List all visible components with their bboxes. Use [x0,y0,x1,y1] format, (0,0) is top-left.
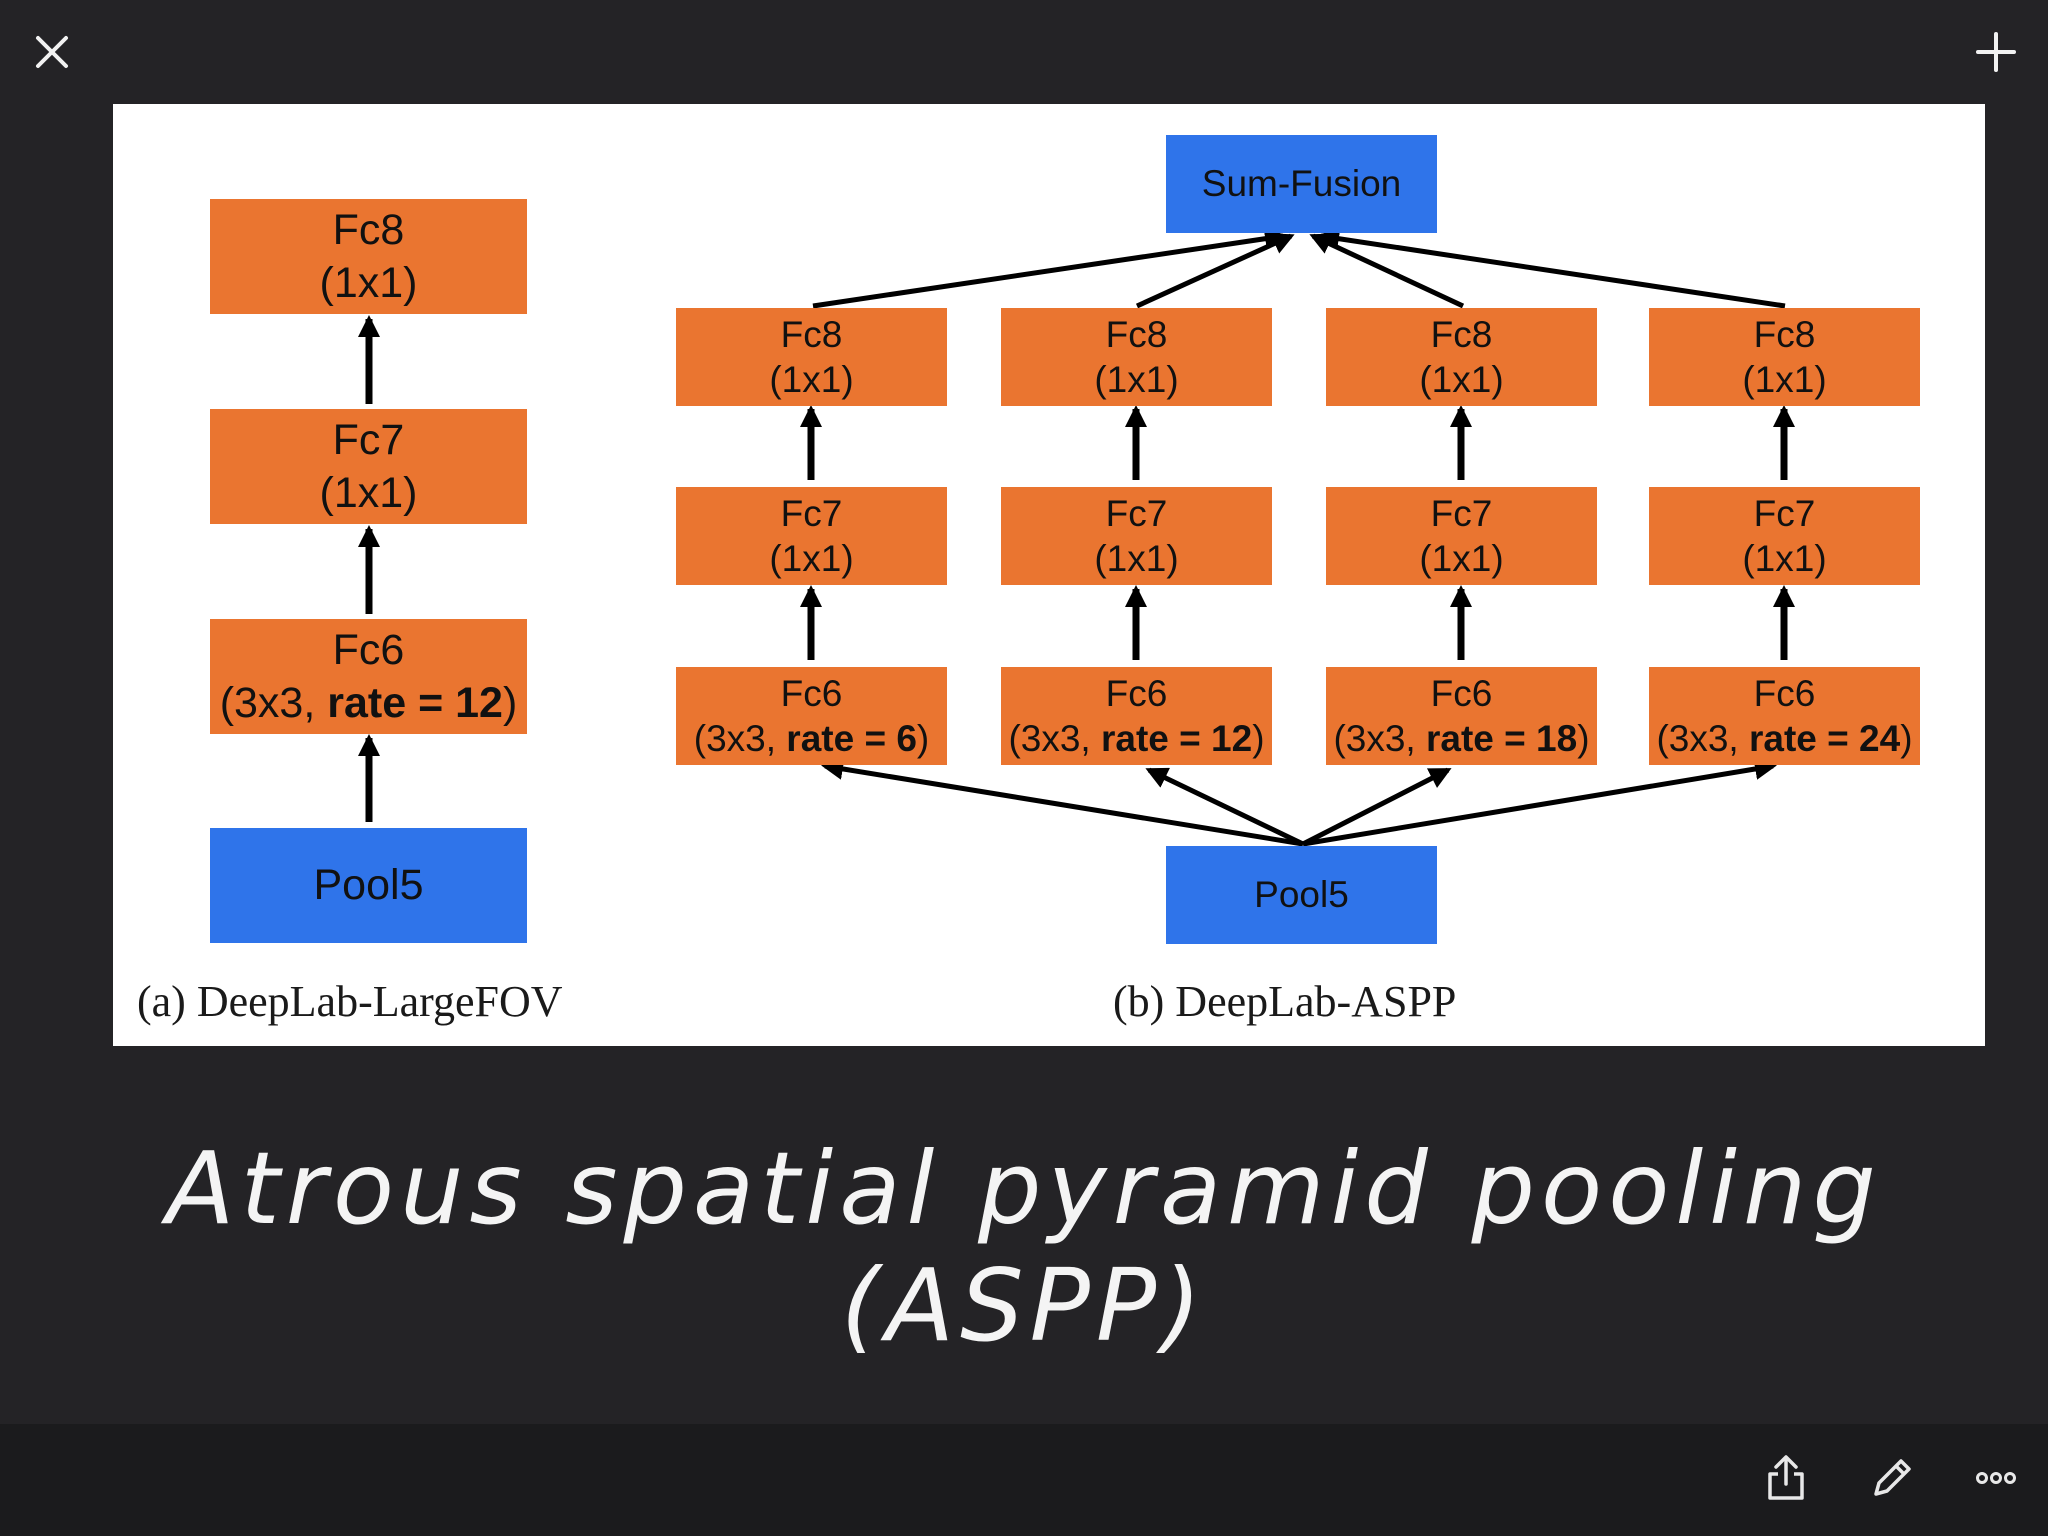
branch-1-fc6-box: Fc6 (3x3, rate = 6) [676,667,947,765]
layer-param: (1x1) [769,538,854,579]
arrow-b-fc8-sum-4 [1317,227,1786,309]
branch-1-fc8-box: Fc8 (1x1) [676,308,947,406]
arrow-b-pool5-fc6-4 [1302,758,1777,847]
layer-name: Fc6 [332,626,405,675]
close-icon[interactable] [26,26,78,78]
branch-4-fc8-box: Fc8 (1x1) [1649,308,1920,406]
plus-icon[interactable] [1970,26,2022,78]
panel-a-fc7-box: Fc7 (1x1) [210,409,527,524]
layer-param: (3x3, rate = 18) [1333,716,1589,761]
layer-name: Fc7 [780,492,843,534]
param-rate: rate = 18 [1426,718,1578,759]
param-prefix: (3x3, [1008,718,1101,759]
param-rate: rate = 6 [786,718,917,759]
branch-4-fc6-box: Fc6 (3x3, rate = 24) [1649,667,1920,765]
layer-name: Fc8 [1430,313,1493,355]
layer-param: (1x1) [1094,359,1179,400]
bottom-toolbar [0,1424,2048,1536]
handwritten-note: Atrous spatial pyramid pooling (ASPP) [166,1130,1882,1364]
panel-a-fc8-box: Fc8 (1x1) [210,199,527,314]
layer-name: Pool5 [313,861,424,910]
layer-param: (1x1) [1742,538,1827,579]
layer-param: (1x1) [1419,359,1504,400]
param-rate: rate = 12 [1101,718,1253,759]
panel-b-caption: (b) DeepLab-ASPP [1113,977,1457,1026]
arrow-b-fc8-sum-3 [1309,233,1465,309]
param-suffix: ) [502,678,518,727]
share-icon[interactable] [1762,1452,1810,1504]
layer-name: Fc6 [780,672,843,714]
panel-a-fc6-box: Fc6 (3x3, rate = 12) [210,619,527,734]
branch-1-fc7-box: Fc7 (1x1) [676,487,947,585]
pencil-icon[interactable] [1866,1452,1918,1504]
layer-name: Fc8 [332,206,405,255]
layer-name: Fc6 [1430,672,1493,714]
param-rate: rate = 12 [327,678,503,727]
branch-3-fc6-box: Fc6 (3x3, rate = 18) [1326,667,1597,765]
layer-name: Fc7 [1105,492,1168,534]
param-prefix: (3x3, [1656,718,1749,759]
layer-param: (1x1) [1094,538,1179,579]
panel-a-pool5-box: Pool5 [210,828,527,943]
layer-name: Fc8 [1753,313,1816,355]
arrow-b-pool5-fc6-2 [1145,767,1305,847]
figure-image: Fc8 (1x1) Fc7 (1x1) Fc6 (3x3, rate = 12)… [113,104,1985,1046]
branch-3-fc7-box: Fc7 (1x1) [1326,487,1597,585]
layer-param: (3x3, rate = 6) [694,716,930,761]
more-icon[interactable] [1970,1452,2022,1504]
layer-name: Sum-Fusion [1201,163,1402,205]
layer-param: (1x1) [769,359,854,400]
layer-name: Fc8 [780,313,843,355]
param-rate: rate = 24 [1749,718,1901,759]
layer-name: Fc6 [1105,672,1168,714]
layer-name: Fc7 [1753,492,1816,534]
layer-name: Fc8 [1105,313,1168,355]
param-suffix: ) [1252,718,1265,759]
panel-a-caption: (a) DeepLab-LargeFOV [137,977,563,1026]
layer-name: Pool5 [1254,874,1349,916]
param-suffix: ) [1900,718,1913,759]
layer-name: Fc7 [332,416,405,465]
layer-param: (3x3, rate = 12) [1008,716,1264,761]
panel-b-pool5-box: Pool5 [1166,846,1437,944]
param-prefix: (3x3, [219,678,328,727]
branch-3-fc8-box: Fc8 (1x1) [1326,308,1597,406]
param-suffix: ) [916,718,930,759]
layer-param: (1x1) [319,258,418,307]
sum-fusion-box: Sum-Fusion [1166,135,1437,233]
arrow-b-pool5-fc6-3 [1301,767,1452,847]
layer-name: Fc7 [1430,492,1493,534]
param-prefix: (3x3, [1333,718,1426,759]
layer-param: (3x3, rate = 12) [220,677,518,729]
branch-2-fc8-box: Fc8 (1x1) [1001,308,1272,406]
layer-param: (1x1) [1419,538,1504,579]
param-suffix: ) [1577,718,1590,759]
layer-param: (1x1) [319,468,418,517]
arrow-b-fc8-sum-2 [1135,233,1295,309]
top-bar [0,0,2048,104]
branch-2-fc7-box: Fc7 (1x1) [1001,487,1272,585]
arrow-b-fc8-sum-1 [812,227,1287,309]
layer-param: (3x3, rate = 24) [1656,716,1912,761]
branch-2-fc6-box: Fc6 (3x3, rate = 12) [1001,667,1272,765]
arrow-b-pool5-fc6-1 [821,758,1304,847]
param-prefix: (3x3, [693,718,787,759]
layer-param: (1x1) [1742,359,1827,400]
layer-name: Fc6 [1753,672,1816,714]
branch-4-fc7-box: Fc7 (1x1) [1649,487,1920,585]
